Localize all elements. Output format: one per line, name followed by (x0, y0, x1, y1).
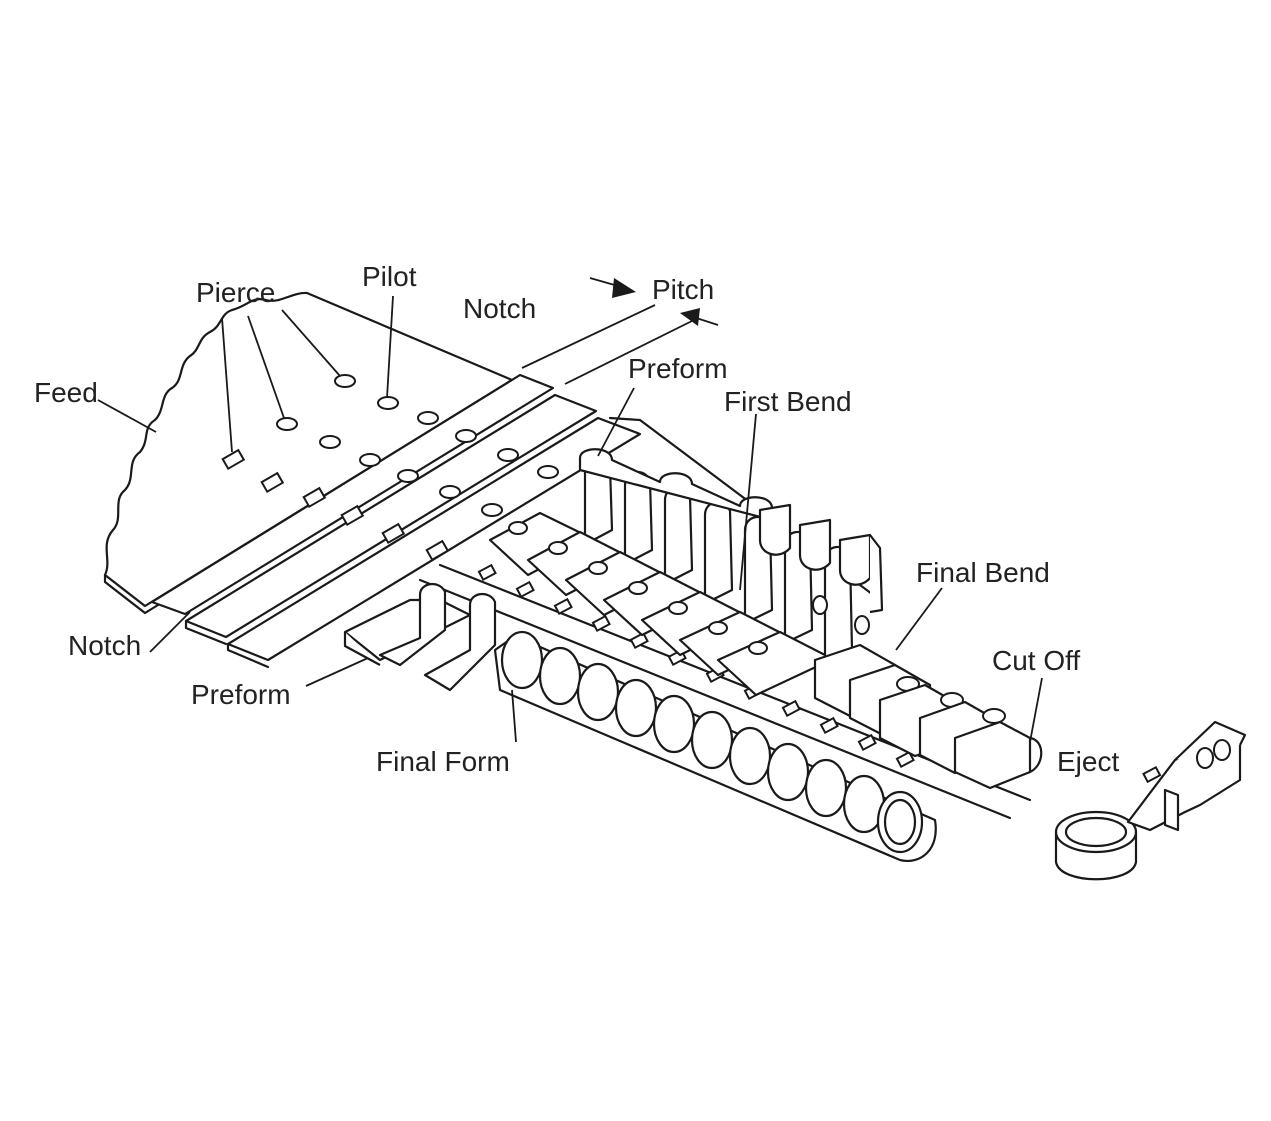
label-pilot: Pilot (362, 261, 417, 292)
pierced-features (221, 374, 559, 562)
pitch-arrow-right-icon (612, 278, 636, 298)
label-cut-off: Cut Off (992, 645, 1080, 676)
upper-formed-tabs (488, 456, 870, 697)
label-first-bend: First Bend (724, 386, 852, 417)
top-curls (578, 448, 884, 614)
label-final-bend: Final Bend (916, 557, 1050, 588)
pitch-arrow-left-icon (680, 308, 700, 326)
labels: Pierce Pilot Notch Pitch Feed Preform Fi… (34, 261, 1119, 777)
label-notch-top: Notch (463, 293, 536, 324)
label-preform-top: Preform (628, 353, 728, 384)
label-notch-bottom: Notch (68, 630, 141, 661)
label-pitch: Pitch (652, 274, 714, 305)
label-pierce: Pierce (196, 277, 275, 308)
lower-preform-tabs (343, 583, 497, 692)
ejected-part (1054, 720, 1247, 881)
label-preform-bottom: Preform (191, 679, 291, 710)
final-bend-blocks (813, 643, 1043, 790)
final-form-rings (493, 630, 937, 863)
label-final-form: Final Form (376, 746, 510, 777)
label-feed: Feed (34, 377, 98, 408)
label-eject: Eject (1057, 746, 1119, 777)
pitch-dimension (521, 277, 719, 385)
leader-lines (97, 295, 1043, 743)
notched-strip-bars (150, 373, 642, 669)
